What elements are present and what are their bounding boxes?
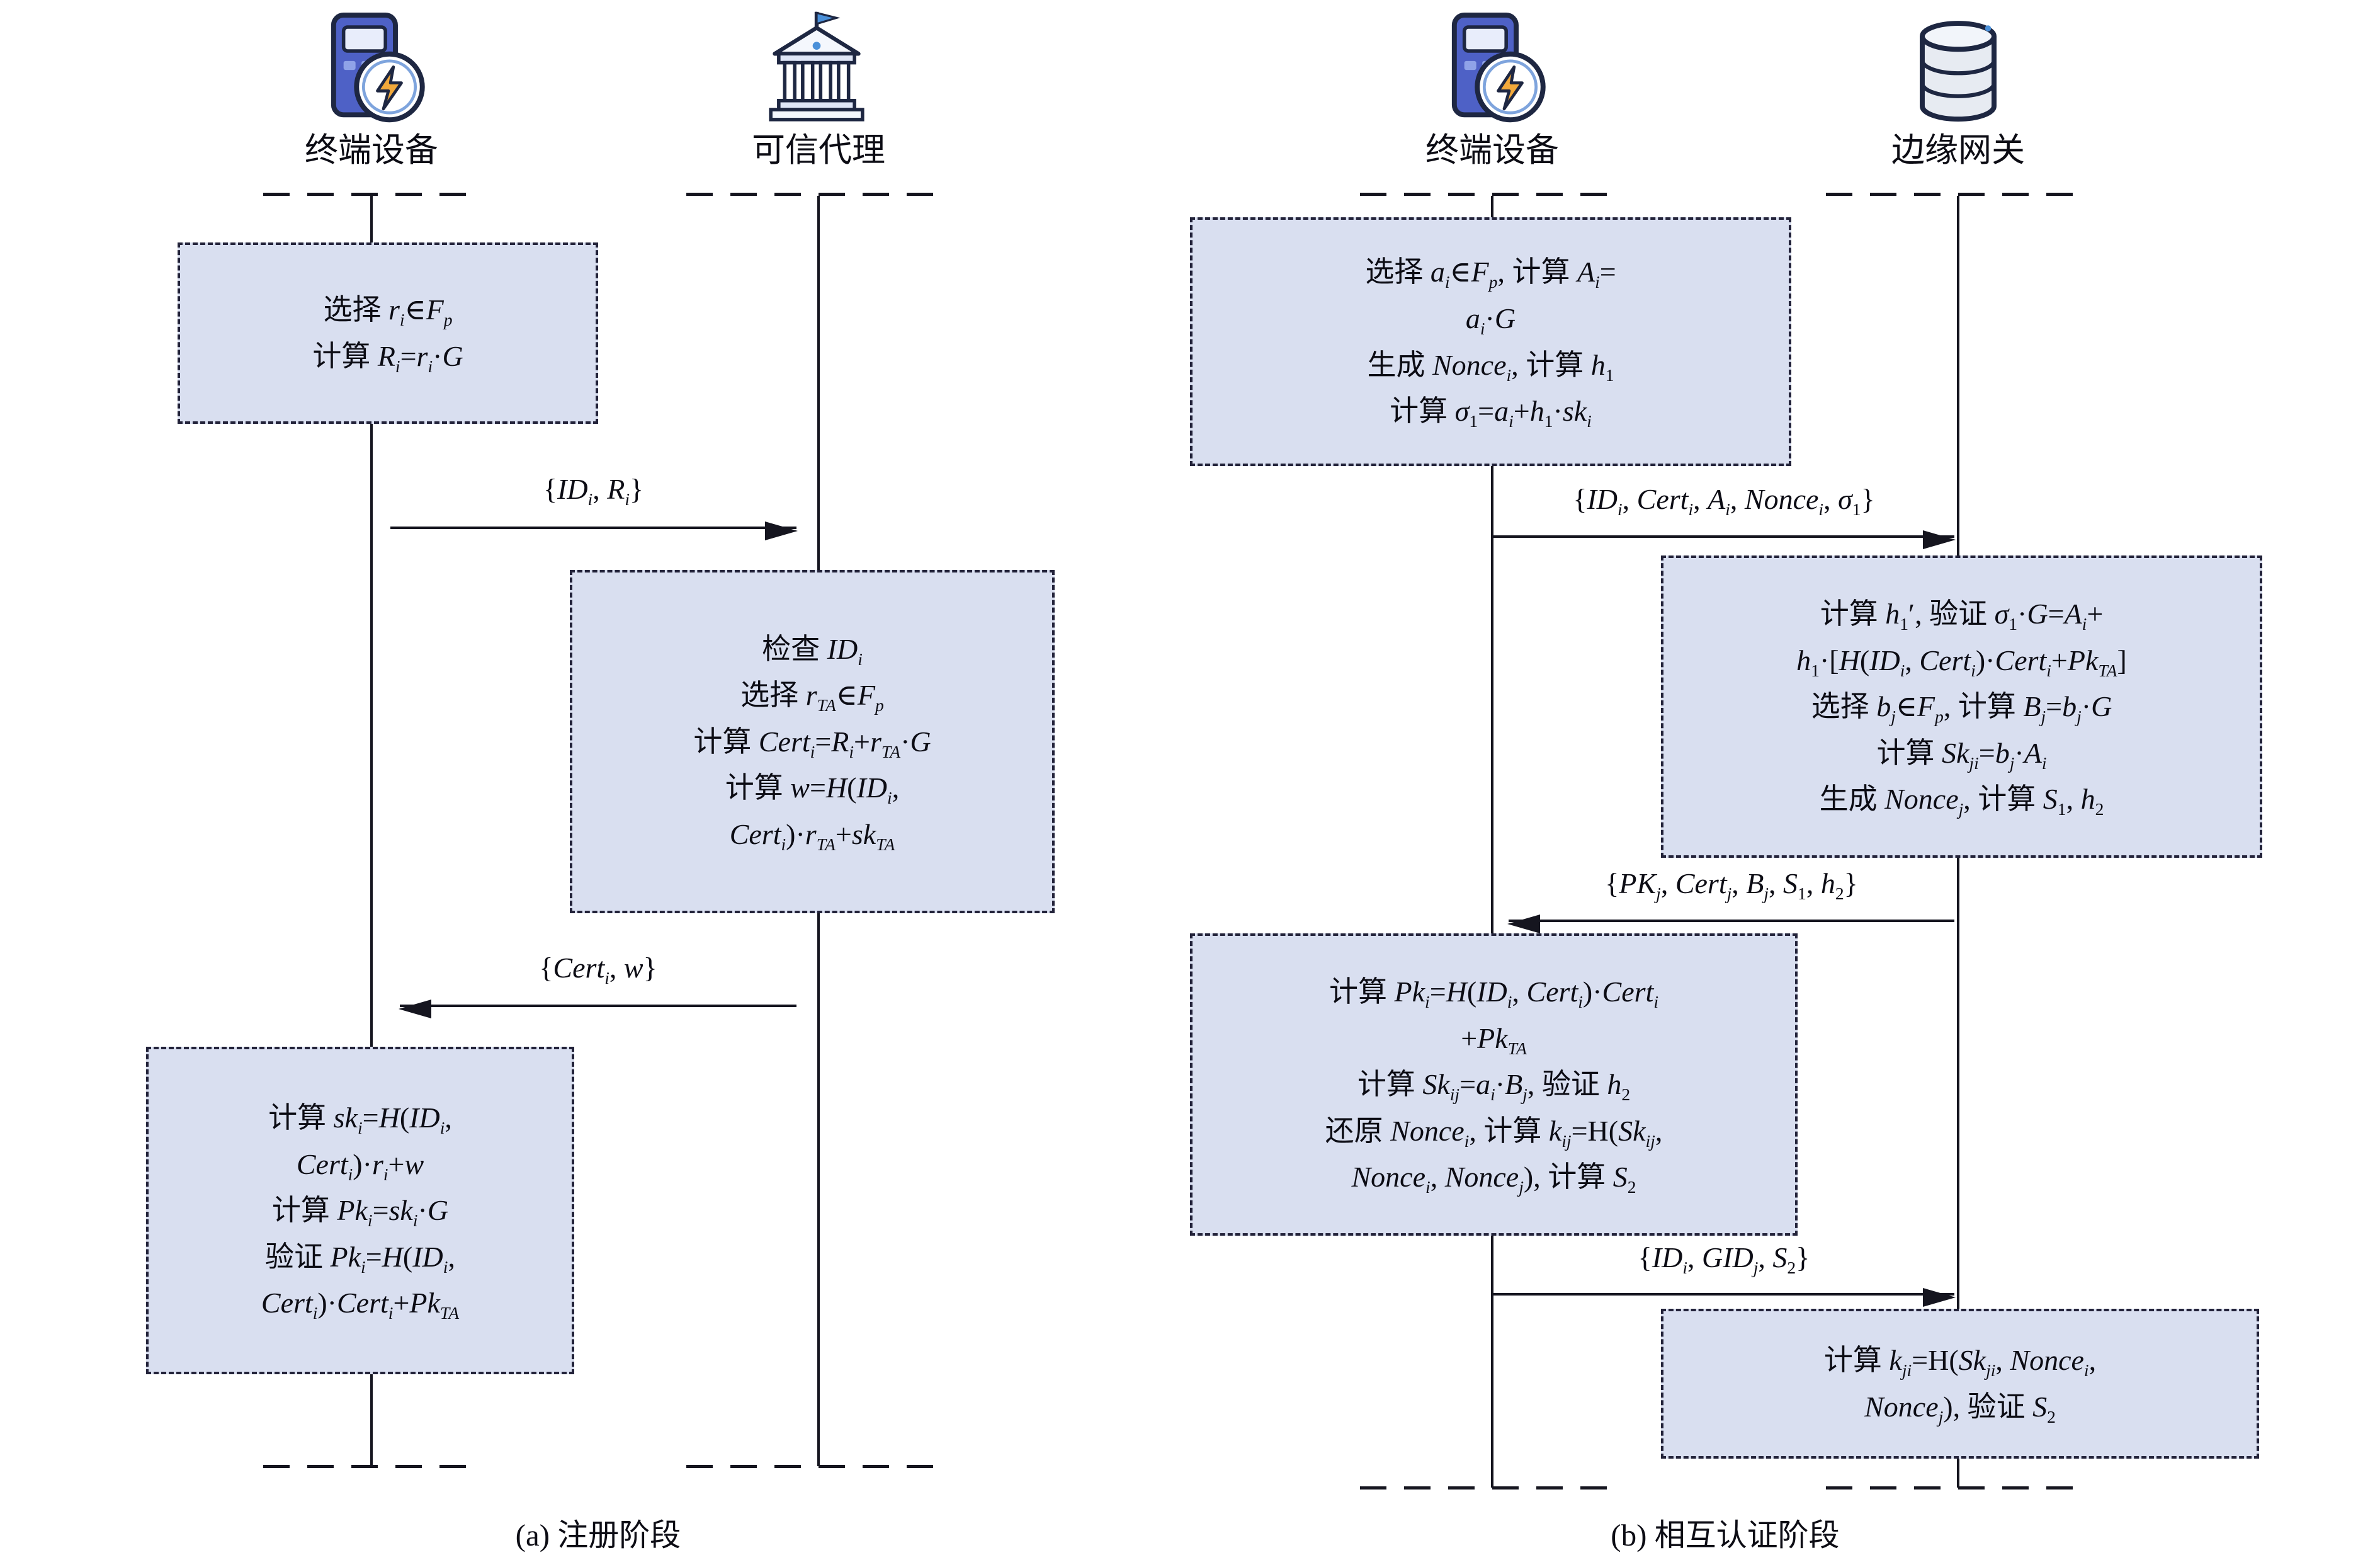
box-line: 计算 kji=H(Skji, Noncei, <box>1823 1344 2097 1381</box>
box-line: 计算 σ1=ai+h1·ski <box>1390 395 1592 431</box>
process-box-a3: 计算 ski=H(IDi, Certi)·ri+w 计算 Pki=ski·G 验证 P… <box>146 1047 574 1374</box>
box-line: 生成 Noncei, 计算 h1 <box>1367 348 1614 385</box>
box-line: 选择 ri∈Fp <box>323 293 453 330</box>
caption-registration-phase: (a) 注册阶段 <box>515 1518 681 1552</box>
process-box-a1: 选择 ri∈Fp 计算 Ri=ri·G <box>178 242 598 424</box>
box-line: Noncej), 验证 S2 <box>1864 1391 2056 1427</box>
box-line: 计算 ski=H(IDi, <box>268 1102 452 1138</box>
message-label-b3: {IDi, GIDj, S2} <box>1638 1241 1810 1278</box>
message-label-b1: {IDi, Certi, Ai, Noncei, σ1} <box>1573 483 1875 520</box>
lifeline-terminator <box>1826 193 2090 196</box>
lifeline-terminal-b <box>1491 196 1493 1488</box>
box-line: 选择 rTA∈Fp <box>740 679 884 715</box>
process-box-b4: 计算 kji=H(Skji, Noncei, Noncej), 验证 S2 <box>1661 1309 2259 1459</box>
process-box-b2: 计算 h1′, 验证 σ1·G=Ai+ h1·[H(IDi, Certi)·Cer… <box>1661 555 2262 858</box>
box-line: 验证 Pki=H(IDi, <box>265 1240 455 1277</box>
box-line: 生成 Noncej, 计算 S1, h2 <box>1819 783 2104 819</box>
box-line: 计算 Skji=bj·Ai <box>1876 736 2047 773</box>
box-line: 计算 h1′, 验证 σ1·G=Ai+ <box>1820 598 2104 634</box>
actor-label-terminal-device: 终端设备 <box>1425 132 1559 169</box>
lifeline-terminal-a <box>370 196 373 1466</box>
message-arrow-b1 <box>1493 530 1956 549</box>
bank-icon <box>757 6 876 129</box>
lifeline-terminator <box>263 1465 480 1468</box>
box-line: 计算 w=H(IDi, <box>725 772 900 808</box>
process-box-b1: 选择 ai∈Fp, 计算 Ai= ai·G 生成 Noncei, 计算 h1 计算 σ… <box>1190 217 1791 466</box>
smart-meter-icon <box>312 8 431 130</box>
smart-meter-icon <box>1432 8 1552 130</box>
box-line: 选择 ai∈Fp, 计算 Ai= <box>1365 256 1616 292</box>
lifeline-terminator <box>1360 1486 1624 1489</box>
box-line: +PkTA <box>1461 1022 1527 1058</box>
box-line: ai·G <box>1465 302 1516 339</box>
process-box-b3: 计算 Pki=H(IDi, Certi)·Certi +PkTA 计算 Skij=a… <box>1190 933 1798 1236</box>
actor-label-terminal-device: 终端设备 <box>305 132 438 169</box>
lifeline-terminator <box>1360 193 1624 196</box>
message-arrow-b3 <box>1493 1288 1956 1307</box>
caption-mutual-auth-phase: (b) 相互认证阶段 <box>1611 1518 1840 1552</box>
box-line: 计算 Pki=H(IDi, Certi)·Certi <box>1329 976 1658 1012</box>
lifeline-terminator <box>263 193 480 196</box>
box-line: 计算 Skij=ai·Bj, 验证 h2 <box>1357 1068 1631 1105</box>
box-line: 还原 Noncei, 计算 kij=H(Skij, <box>1325 1114 1663 1151</box>
box-line: 计算 Certi=Ri+rTA·G <box>693 725 931 761</box>
message-arrow-a1 <box>390 521 798 540</box>
box-line: h1·[H(IDi, Certi)·Certi+PkTA] <box>1796 644 2127 680</box>
lifeline-terminator <box>1826 1486 2090 1489</box>
box-line: Noncei, Noncej), 计算 S2 <box>1351 1161 1636 1197</box>
database-icon <box>1898 9 2018 132</box>
box-line: Certi)·ri+w <box>296 1148 424 1184</box>
box-line: 检查 IDi <box>762 632 863 669</box>
box-line: Certi)·Certi+PkTA <box>261 1287 460 1323</box>
message-label-a2: {Certi, w} <box>539 952 657 988</box>
lifeline-terminator <box>686 193 951 196</box>
message-label-a1: {IDi, Ri} <box>543 473 644 510</box>
box-line: 计算 Ri=ri·G <box>312 340 463 377</box>
message-arrow-b2 <box>1507 914 1954 933</box>
actor-label-edge-gateway: 边缘网关 <box>1891 132 2025 169</box>
box-line: 选择 bj∈Fp, 计算 Bj=bj·G <box>1811 690 2112 727</box>
actor-label-trusted-agent: 可信代理 <box>752 132 885 169</box>
lifeline-terminator <box>686 1465 951 1468</box>
message-arrow-a2 <box>399 1000 796 1018</box>
message-label-b2: {PKj, Certj, Bj, S1, h2} <box>1605 867 1858 904</box>
box-line: 计算 Pki=ski·G <box>271 1194 449 1231</box>
process-box-a2: 检查 IDi 选择 rTA∈Fp 计算 Certi=Ri+rTA·G 计算 w=H(I… <box>570 570 1055 913</box>
box-line: Certi)·rTA+skTA <box>729 817 895 855</box>
